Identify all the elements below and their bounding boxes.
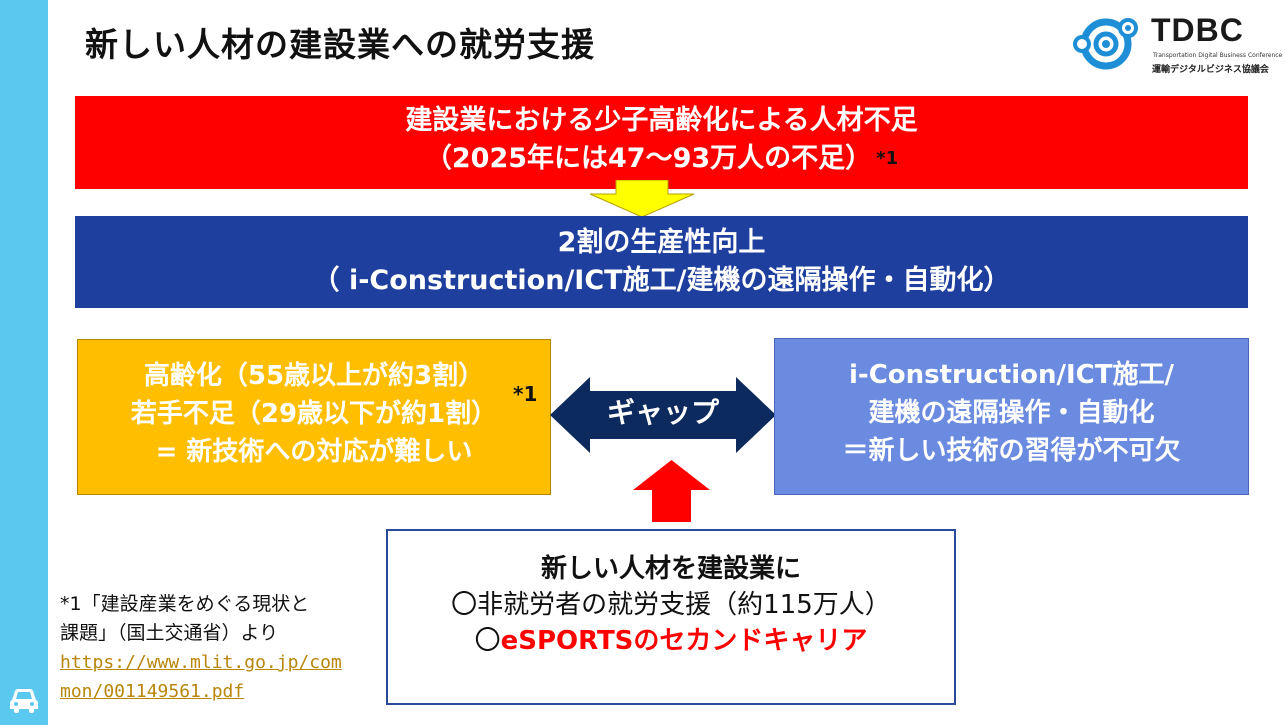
footnote-source-line2: 課題」（国土交通省）より (60, 622, 279, 644)
footnote-source-line1: *1「建設産業をめぐる現状と (60, 593, 310, 615)
labor-shortage-detail-line: （2025年には47～93万人の不足）*1 (75, 140, 1248, 178)
left-accent-bar (0, 0, 48, 725)
esports-prefix: 〇 (474, 626, 501, 656)
footnote: *1「建設産業をめぐる現状と 課題」（国土交通省）より https://www.… (60, 590, 380, 706)
aging-workforce-box: 高齢化（55歳以上が約3割） 若手不足（29歳以下が約1割） = 新技術への対応… (77, 339, 551, 495)
tech-difficulty-line: = 新技術への対応が難しい (155, 437, 473, 467)
gap-label: ギャップ (606, 396, 719, 429)
car-icon (10, 689, 38, 713)
esports-career-line: 〇eSPORTSのセカンドキャリア (388, 623, 954, 659)
employment-support-line: 〇非就労者の就労支援（約115万人） (451, 590, 891, 620)
new-tech-line1: i-Construction/ICT施工/ (848, 360, 1174, 390)
new-talent-heading: 新しい人材を建設業に (540, 554, 801, 584)
logo-japanese-name: 運輸デジタルビジネス協議会 (1152, 65, 1269, 75)
footnote-marker: *1 (513, 382, 538, 406)
productivity-box: 2割の生産性向上 （ i-Construction/ICT施工/建機の遠隔操作・… (75, 216, 1248, 308)
new-tech-box: i-Construction/ICT施工/ 建機の遠隔操作・自動化 ＝新しい技術… (774, 338, 1249, 495)
footnote-link-part2[interactable]: mon/001149561.pdf (60, 681, 245, 702)
aging-line: 高齢化（55歳以上が約3割） (143, 361, 485, 391)
new-tech-line3: ＝新しい技術の習得が不可欠 (842, 436, 1181, 466)
footnote-marker: *1 (876, 148, 899, 169)
esports-second-career: eSPORTSのセカンドキャリア (500, 626, 868, 656)
down-arrow-icon (589, 180, 695, 218)
labor-shortage-detail: （2025年には47～93万人の不足） (424, 143, 873, 174)
page-title: 新しい人材の建設業への就労支援 (85, 25, 595, 64)
logo-wordmark: TDBC (1151, 12, 1244, 48)
new-talent-box: 新しい人材を建設業に 〇非就労者の就労支援（約115万人） 〇eSPORTSのセ… (386, 529, 956, 705)
labor-shortage-box: 建設業における少子高齢化による人材不足 （2025年には47～93万人の不足）*… (75, 96, 1248, 189)
logo-english-name: Transportation Digital Business Conferen… (1153, 52, 1283, 59)
labor-shortage-heading: 建設業における少子高齢化による人材不足 (405, 105, 918, 136)
productivity-detail: （ i-Construction/ICT施工/建機の遠隔操作・自動化） (312, 265, 1011, 296)
double-arrow-icon (550, 377, 776, 453)
up-arrow-icon (633, 460, 710, 522)
young-shortage-line: 若手不足（29歳以下が約1割） (130, 399, 498, 429)
new-tech-line2: 建機の遠隔操作・自動化 (868, 398, 1155, 428)
productivity-heading: 2割の生産性向上 (557, 227, 766, 258)
footnote-link-part1[interactable]: https://www.mlit.go.jp/com (60, 652, 342, 673)
tdbc-logo: TDBC Transportation Digital Business Con… (1073, 10, 1282, 80)
tdbc-logo-mark-icon (1073, 18, 1138, 70)
